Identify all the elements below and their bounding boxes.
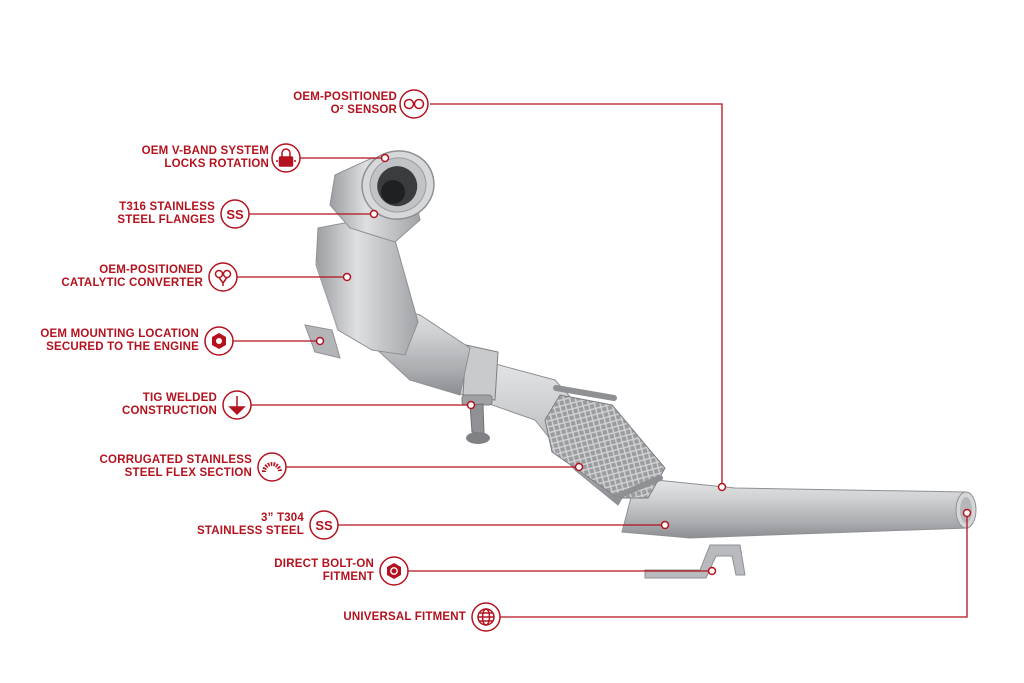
lock-icon bbox=[271, 143, 301, 173]
callout-dots bbox=[315, 153, 972, 576]
label-universal: UNIVERSAL FITMENT bbox=[343, 611, 466, 623]
callout-lines bbox=[233, 103, 968, 618]
callout-dot-flex bbox=[574, 462, 584, 472]
callout-dot-v-band bbox=[380, 153, 390, 163]
svg-text:SS: SS bbox=[315, 518, 333, 533]
callout-dot-t304 bbox=[660, 520, 670, 530]
callout-dot-tig bbox=[466, 400, 476, 410]
stainless-steel-icon: SS bbox=[220, 199, 250, 229]
catalytic-converter-icon bbox=[208, 262, 238, 292]
callout-dot-universal bbox=[962, 508, 972, 518]
callout-dot-t316-flanges bbox=[369, 209, 379, 219]
globe-icon bbox=[471, 602, 501, 632]
callout-line-o2-sensor bbox=[430, 103, 723, 486]
callout-dot-bolt-on bbox=[707, 566, 717, 576]
hex-nut-icon bbox=[204, 326, 234, 356]
o2-sensor-icon bbox=[399, 89, 429, 119]
callout-dot-mounting bbox=[315, 336, 325, 346]
bolt-icon bbox=[379, 556, 409, 586]
callout-dot-catalytic bbox=[342, 272, 352, 282]
weld-icon bbox=[222, 390, 252, 420]
callout-dot-o2-sensor bbox=[717, 482, 727, 492]
svg-text:SS: SS bbox=[226, 207, 244, 222]
callout-line-universal bbox=[500, 514, 968, 618]
downpipe-product-image bbox=[304, 150, 977, 579]
flex-section-icon bbox=[257, 452, 287, 482]
stainless-steel-icon: SS bbox=[309, 510, 339, 540]
